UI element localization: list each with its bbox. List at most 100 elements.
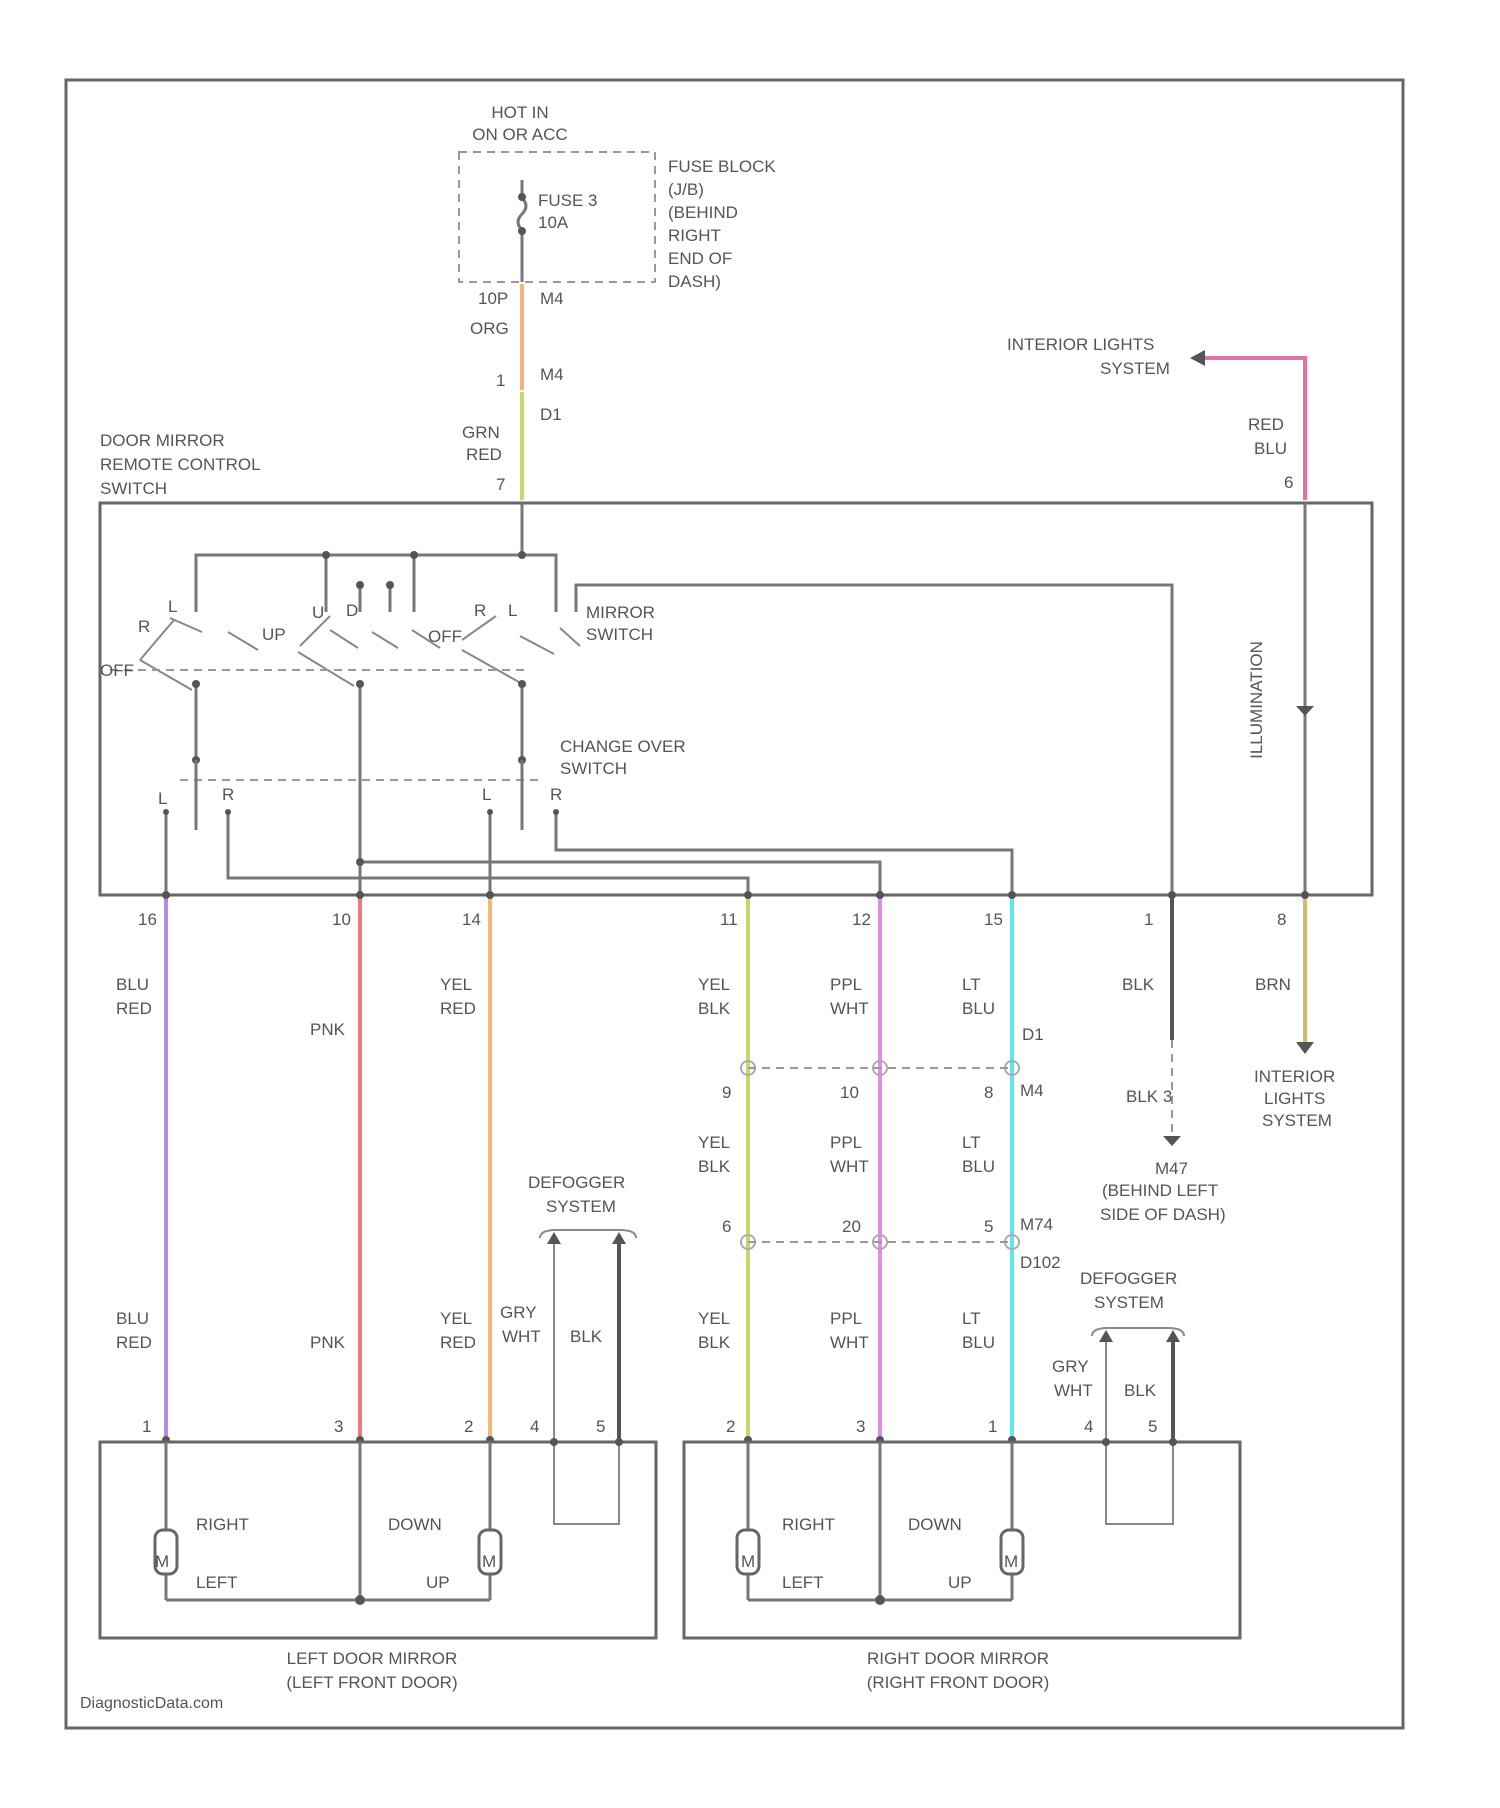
wire-label-4-2: BLK	[698, 999, 731, 1018]
svg-text:LEFT DOOR MIRROR: LEFT DOOR MIRROR	[287, 1649, 458, 1668]
feed-wire2-label: GRN RED	[462, 423, 502, 464]
output-pin-3: 14	[462, 910, 481, 929]
interior-top-label: INTERIOR LIGHTS SYSTEM	[1007, 335, 1170, 378]
wire-label-1-1: BLU	[116, 975, 149, 994]
svg-text:REMOTE CONTROL: REMOTE CONTROL	[100, 455, 261, 474]
svg-text:R: R	[138, 617, 150, 636]
fuse-pin: 10P	[478, 289, 508, 308]
wire-label-7-1: BLK	[1122, 975, 1155, 994]
right-mirror-junction	[875, 1595, 885, 1605]
svg-text:R: R	[550, 785, 562, 804]
output-pin-dot-6	[1008, 891, 1016, 899]
svg-text:L: L	[168, 597, 177, 616]
svg-text:RED: RED	[466, 445, 502, 464]
svg-text:SWITCH: SWITCH	[586, 625, 653, 644]
svg-text:END OF: END OF	[668, 249, 732, 268]
feed-conn-a: M4	[540, 365, 564, 384]
svg-text:R: R	[474, 601, 486, 620]
switch-internal-wiring	[110, 503, 1314, 895]
svg-text:GRY: GRY	[500, 1303, 537, 1322]
wire-label-5-2: WHT	[830, 999, 869, 1018]
svg-text:(BEHIND LEFT: (BEHIND LEFT	[1102, 1181, 1218, 1200]
wire-label-6-1: LT	[962, 975, 981, 994]
fuse-label: FUSE 3 10A	[538, 191, 598, 232]
fuse-conn: M4	[540, 289, 564, 308]
left-defogger-pin-b	[615, 1438, 623, 1446]
ground-label: BLK 3 M47 (BEHIND LEFT SIDE OF DASH)	[1100, 1087, 1226, 1224]
svg-text:RED: RED	[1248, 415, 1284, 434]
svg-text:DOOR MIRROR: DOOR MIRROR	[100, 431, 225, 450]
svg-text:FUSE BLOCK: FUSE BLOCK	[668, 157, 776, 176]
output-pin-5: 12	[852, 910, 871, 929]
left-defogger-heater	[554, 1442, 619, 1524]
feed-conn-b: D1	[540, 405, 562, 424]
svg-text:3: 3	[856, 1417, 865, 1436]
defogger-right-label: DEFOGGER SYSTEM	[1080, 1269, 1177, 1312]
svg-text:CHANGE OVER: CHANGE OVER	[560, 737, 686, 756]
svg-text:5: 5	[984, 1217, 993, 1236]
svg-text:LIGHTS: LIGHTS	[1264, 1089, 1325, 1108]
svg-text:LEFT: LEFT	[782, 1573, 824, 1592]
right-defogger-heater	[1106, 1442, 1173, 1524]
wire-label-mid-5-2: WHT	[830, 1157, 869, 1176]
connector-m74-pins: 6 20 5	[722, 1217, 993, 1236]
interior-top-arrow	[1190, 350, 1205, 366]
svg-text:SYSTEM: SYSTEM	[1094, 1293, 1164, 1312]
output-wires: 16BLUREDBLURED10PNKPNK14YELREDYELRED11YE…	[116, 891, 1309, 1444]
svg-text:RIGHT: RIGHT	[668, 226, 721, 245]
svg-text:2: 2	[464, 1417, 473, 1436]
svg-text:SYSTEM: SYSTEM	[1100, 359, 1170, 378]
interior-bottom-label: INTERIOR LIGHTS SYSTEM	[1254, 1067, 1335, 1130]
wire-label-mid-6-2: BLU	[962, 1157, 995, 1176]
svg-text:WHT: WHT	[502, 1327, 541, 1346]
output-pin-dot-4	[744, 891, 752, 899]
left-mirror-label: LEFT DOOR MIRROR (LEFT FRONT DOOR)	[286, 1649, 457, 1692]
interior-top-pin: 6	[1284, 473, 1293, 492]
wire-label-lower-5-2: WHT	[830, 1333, 869, 1352]
wire-label-lower-4-1: YEL	[698, 1309, 730, 1328]
wire-label-8-1: BRN	[1255, 975, 1291, 994]
connector-m4: M4	[1020, 1081, 1044, 1100]
wire-label-6-2: BLU	[962, 999, 995, 1018]
svg-text:4: 4	[1084, 1417, 1093, 1436]
wire-label-2-1: PNK	[310, 1020, 346, 1039]
svg-text:RIGHT: RIGHT	[196, 1515, 249, 1534]
svg-text:20: 20	[842, 1217, 861, 1236]
svg-text:9: 9	[722, 1083, 731, 1102]
svg-text:5: 5	[1148, 1417, 1157, 1436]
svg-text:M74: M74	[1020, 1215, 1053, 1234]
wire-label-4-1: YEL	[698, 975, 730, 994]
svg-text:3: 3	[334, 1417, 343, 1436]
feed-pin-a: 1	[496, 371, 505, 390]
svg-text:GRY: GRY	[1052, 1357, 1089, 1376]
output-pin-dot-7	[1168, 891, 1176, 899]
svg-text:RIGHT DOOR MIRROR: RIGHT DOOR MIRROR	[867, 1649, 1049, 1668]
credit-text: DiagnosticData.com	[80, 1695, 223, 1712]
diagram-frame	[66, 80, 1403, 1728]
svg-text:UP: UP	[426, 1573, 450, 1592]
feed-pin-b: 7	[496, 475, 505, 494]
svg-text:FUSE 3: FUSE 3	[538, 191, 598, 210]
svg-text:BLU: BLU	[1254, 439, 1287, 458]
svg-text:U: U	[312, 603, 324, 622]
left-defogger-pin-a	[550, 1438, 558, 1446]
wire-label-lower-5-1: PPL	[830, 1309, 862, 1328]
connector-m74: M74 D102	[1020, 1215, 1061, 1272]
hot-in-label: HOT IN ON OR ACC	[472, 103, 567, 144]
right-mirror-pin-labels: 2 3 1 4 5	[726, 1417, 1157, 1436]
svg-text:BLK: BLK	[1124, 1381, 1157, 1400]
output-pin-1: 16	[138, 910, 157, 929]
svg-text:L: L	[482, 785, 491, 804]
svg-text:DOWN: DOWN	[908, 1515, 962, 1534]
svg-text:M: M	[1004, 1552, 1018, 1571]
svg-text:M: M	[741, 1552, 755, 1571]
svg-text:(LEFT FRONT DOOR): (LEFT FRONT DOOR)	[286, 1673, 457, 1692]
svg-text:D: D	[346, 601, 358, 620]
wire-label-3-1: YEL	[440, 975, 472, 994]
defogger-left-wire-labels: GRY WHT BLK	[500, 1303, 603, 1346]
wire-label-5-1: PPL	[830, 975, 862, 994]
wire-label-lower-1-2: RED	[116, 1333, 152, 1352]
svg-text:DOWN: DOWN	[388, 1515, 442, 1534]
svg-text:BLK 3: BLK 3	[1126, 1087, 1172, 1106]
wire-label-mid-5-1: PPL	[830, 1133, 862, 1152]
